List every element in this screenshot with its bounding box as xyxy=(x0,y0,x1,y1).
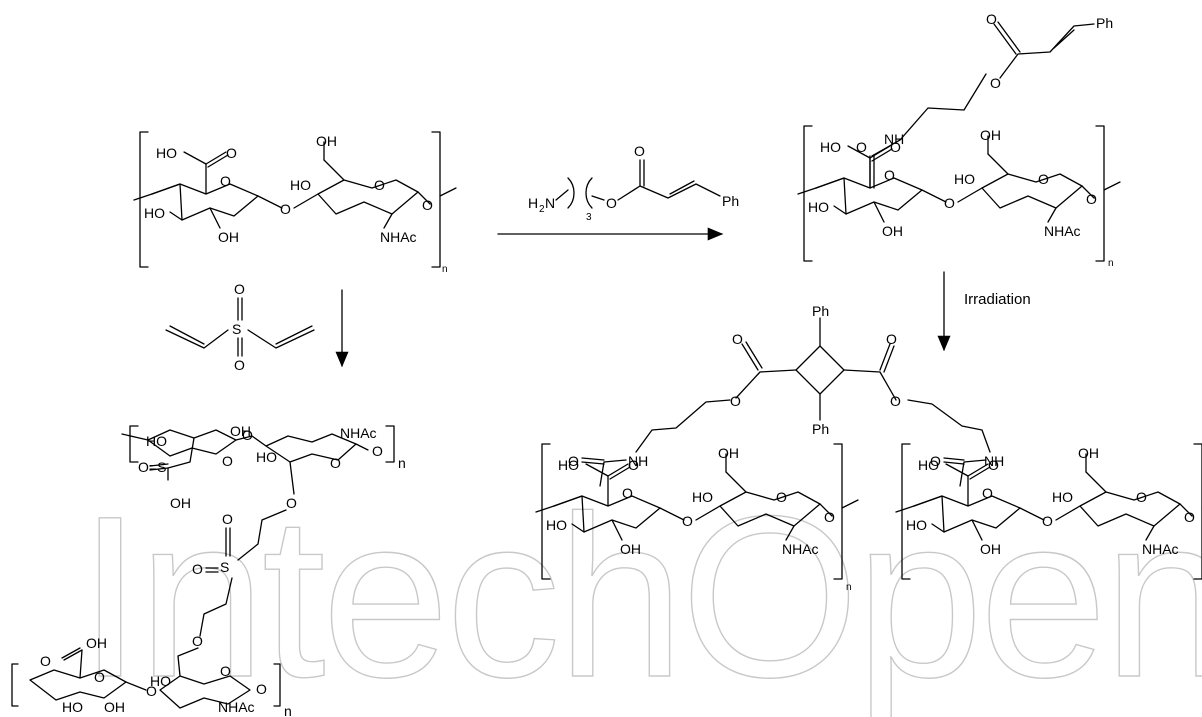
svg-text:O: O xyxy=(192,561,203,577)
svg-text:O=S: O=S xyxy=(138,459,166,475)
cyclobutane-crosslink: Ph Ph O O O O NH O NH O xyxy=(568,303,1004,487)
svg-text:2: 2 xyxy=(539,204,545,215)
svg-text:O: O xyxy=(890,393,901,409)
svg-text:HO: HO xyxy=(256,449,277,465)
svg-text:n: n xyxy=(398,455,406,471)
svg-text:O: O xyxy=(40,653,51,669)
svg-text:Ph: Ph xyxy=(812,421,829,437)
svg-text:NH: NH xyxy=(884,131,904,147)
svg-text:O: O xyxy=(634,143,645,159)
irradiation-label: Irradiation xyxy=(964,291,1031,308)
svg-text:NHAc: NHAc xyxy=(340,425,377,441)
aminopropyl-cinnamate-reagent: H 2 N 3 O O Ph xyxy=(528,143,739,223)
svg-text:O: O xyxy=(732,331,743,347)
svg-text:S: S xyxy=(220,559,229,575)
svg-text:O: O xyxy=(990,75,1001,91)
svg-text:S: S xyxy=(232,321,241,337)
svg-text:O: O xyxy=(222,511,233,527)
svg-text:HO: HO xyxy=(62,699,83,715)
svg-text:O: O xyxy=(234,281,245,297)
ha-crosslinked-left: n xyxy=(535,443,859,593)
svg-text:n: n xyxy=(442,264,448,275)
svg-text:O: O xyxy=(730,393,741,409)
svg-text:O: O xyxy=(256,681,267,697)
divinyl-sulfone-reagent: S O O xyxy=(165,281,315,373)
svg-text:OH: OH xyxy=(104,699,125,715)
svg-text:O: O xyxy=(606,195,617,211)
svg-text:Ph: Ph xyxy=(812,303,829,319)
svg-text:O: O xyxy=(234,357,245,373)
svg-text:HO: HO xyxy=(150,673,171,689)
svg-text:3: 3 xyxy=(586,212,592,223)
svg-text:n: n xyxy=(284,703,292,717)
svg-text:OH: OH xyxy=(86,635,107,651)
cinnamate-ha-product: n NH O O O Ph xyxy=(797,11,1121,269)
svg-text:O: O xyxy=(986,11,997,27)
svg-text:O: O xyxy=(886,331,897,347)
svg-text:N: N xyxy=(545,195,555,211)
svg-text:H: H xyxy=(528,195,538,211)
svg-text:HO: HO xyxy=(146,433,167,449)
svg-text:n: n xyxy=(846,582,852,593)
svg-text:NHAc: NHAc xyxy=(218,699,255,715)
svg-text:O: O xyxy=(192,633,203,649)
svg-text:OH: OH xyxy=(230,423,251,439)
svg-text:O: O xyxy=(330,455,341,471)
svg-text:O: O xyxy=(146,683,157,699)
svg-text:n: n xyxy=(1108,258,1114,269)
svg-text:O: O xyxy=(372,443,383,459)
watermark: IntechOpen xyxy=(78,468,1202,717)
svg-text:O: O xyxy=(286,495,297,511)
dvs-crosslinked-ha: HO OH O O HO NHAc O O O=S OH n O S O O O… xyxy=(11,423,406,717)
svg-text:Ph: Ph xyxy=(1096,15,1113,31)
svg-text:O: O xyxy=(856,139,867,155)
svg-text:O: O xyxy=(94,669,105,685)
svg-text:O: O xyxy=(222,453,233,469)
svg-text:OH: OH xyxy=(170,495,191,511)
svg-text:O: O xyxy=(242,427,253,443)
svg-text:O: O xyxy=(220,663,231,679)
ha-starting-material: n xyxy=(133,131,457,275)
svg-text:Ph: Ph xyxy=(722,193,739,209)
